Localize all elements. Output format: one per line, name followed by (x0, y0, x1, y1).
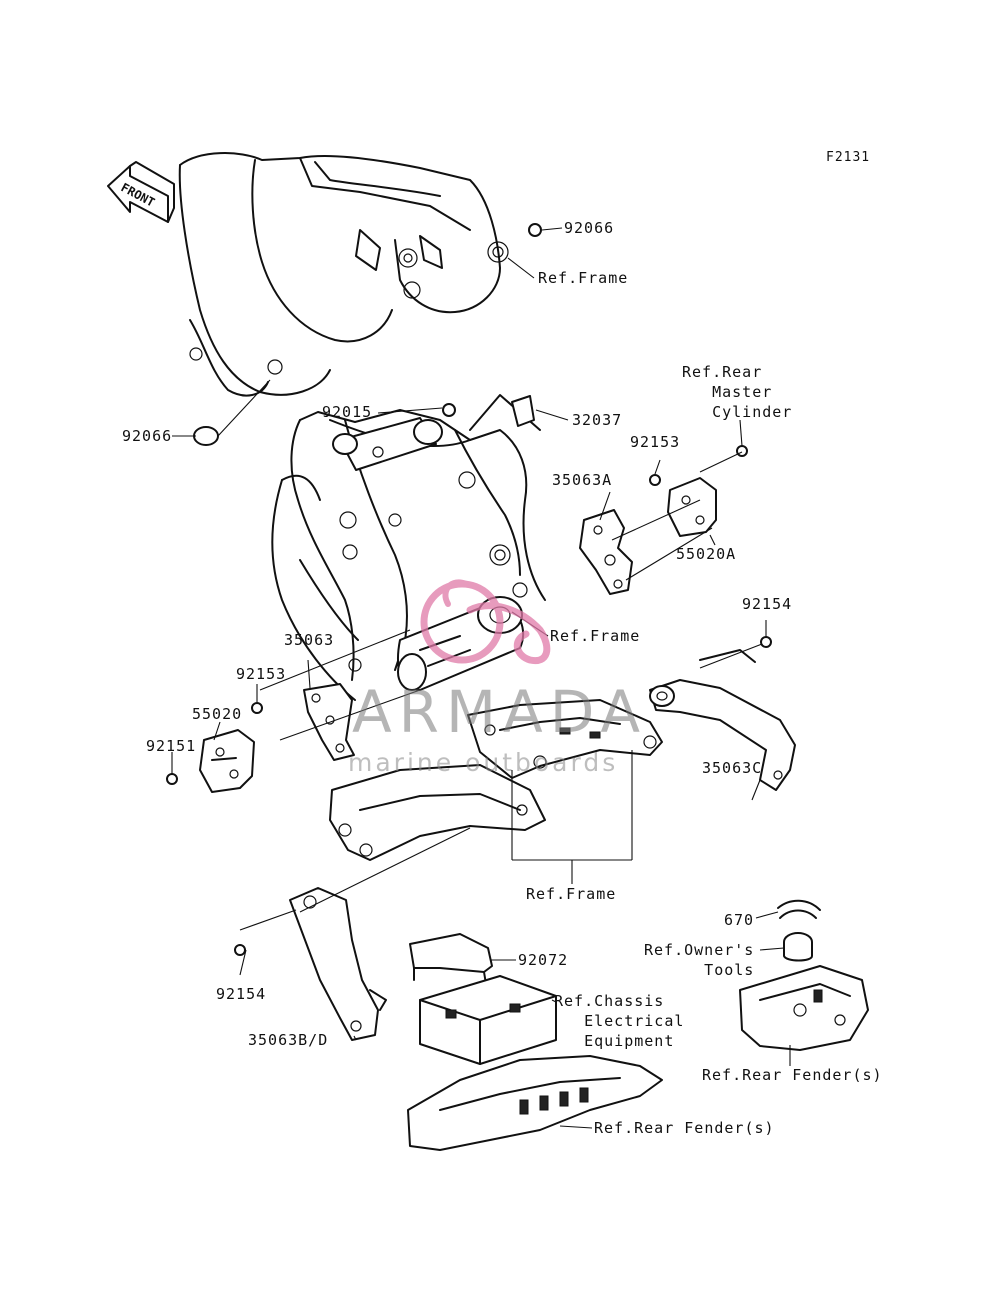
watermark-tagline: marine outboards (348, 748, 619, 777)
callout-92072: 92072 (518, 951, 569, 969)
left-frame-section (271, 474, 362, 701)
callout-92153-left: 92153 (236, 665, 287, 683)
upper-frame-assembly (178, 152, 509, 397)
callout-92066-left: 92066 (122, 427, 173, 445)
bracket-35063C (649, 649, 796, 791)
callout-55020A: 55020A (676, 545, 737, 563)
fasteners (166, 223, 772, 956)
owners-tool-tray (739, 965, 869, 1051)
battery-holder-92072 (409, 933, 493, 985)
callout-92066-top: 92066 (564, 219, 615, 237)
callout-35063C: 35063C (702, 759, 763, 777)
owners-tools-pouch (783, 932, 813, 962)
battery (419, 975, 557, 1065)
callout-92154-left: 92154 (216, 985, 267, 1003)
callout-32037: 32037 (572, 411, 623, 429)
callout-92154-right: 92154 (742, 595, 793, 613)
callout-92151: 92151 (146, 737, 197, 755)
watermark-brand: ARMADA (352, 678, 648, 746)
callout-ref-owners-tools: Ref.Owner's Tools (644, 941, 755, 979)
callout-ref-frame-low: Ref.Frame (526, 885, 617, 903)
bracket-55020 (199, 729, 255, 793)
callout-35063: 35063 (284, 631, 335, 649)
watermark-emblem (420, 579, 551, 665)
bracket-35063BD (289, 887, 387, 1041)
callout-ref-frame-top: Ref.Frame (538, 269, 629, 287)
callout-670: 670 (724, 911, 755, 929)
callout-ref-rear-fender-bottom: Ref.Rear Fender(s) (594, 1119, 775, 1137)
callout-ref-chassis-electrical: Ref.Chassis Electrical Equipment (554, 992, 685, 1050)
callout-92153-right: 92153 (630, 433, 681, 451)
bracket-55020A (667, 477, 717, 537)
tool-part-670 (777, 899, 821, 919)
callout-ref-frame-mid: Ref.Frame (550, 627, 641, 645)
callout-ref-rear-master-cylinder: Ref.Rear Master Cylinder (682, 363, 793, 421)
bracket-35063A (579, 509, 633, 595)
front-arrow-icon: FRONT (107, 161, 175, 223)
rear-fender-tray (407, 1055, 663, 1151)
callout-ref-rear-fender-right: Ref.Rear Fender(s) (702, 1066, 883, 1084)
main-frame-pivot (290, 394, 546, 691)
callout-55020: 55020 (192, 705, 243, 723)
callout-92015: 92015 (322, 403, 373, 421)
callout-35063BD: 35063B/D (248, 1031, 329, 1049)
leader-lines (171, 227, 791, 1129)
figure-code: F2131 (826, 150, 871, 165)
lower-crossmember (329, 764, 546, 861)
callout-35063A: 35063A (552, 471, 613, 489)
middle-cross-frame (467, 699, 663, 779)
